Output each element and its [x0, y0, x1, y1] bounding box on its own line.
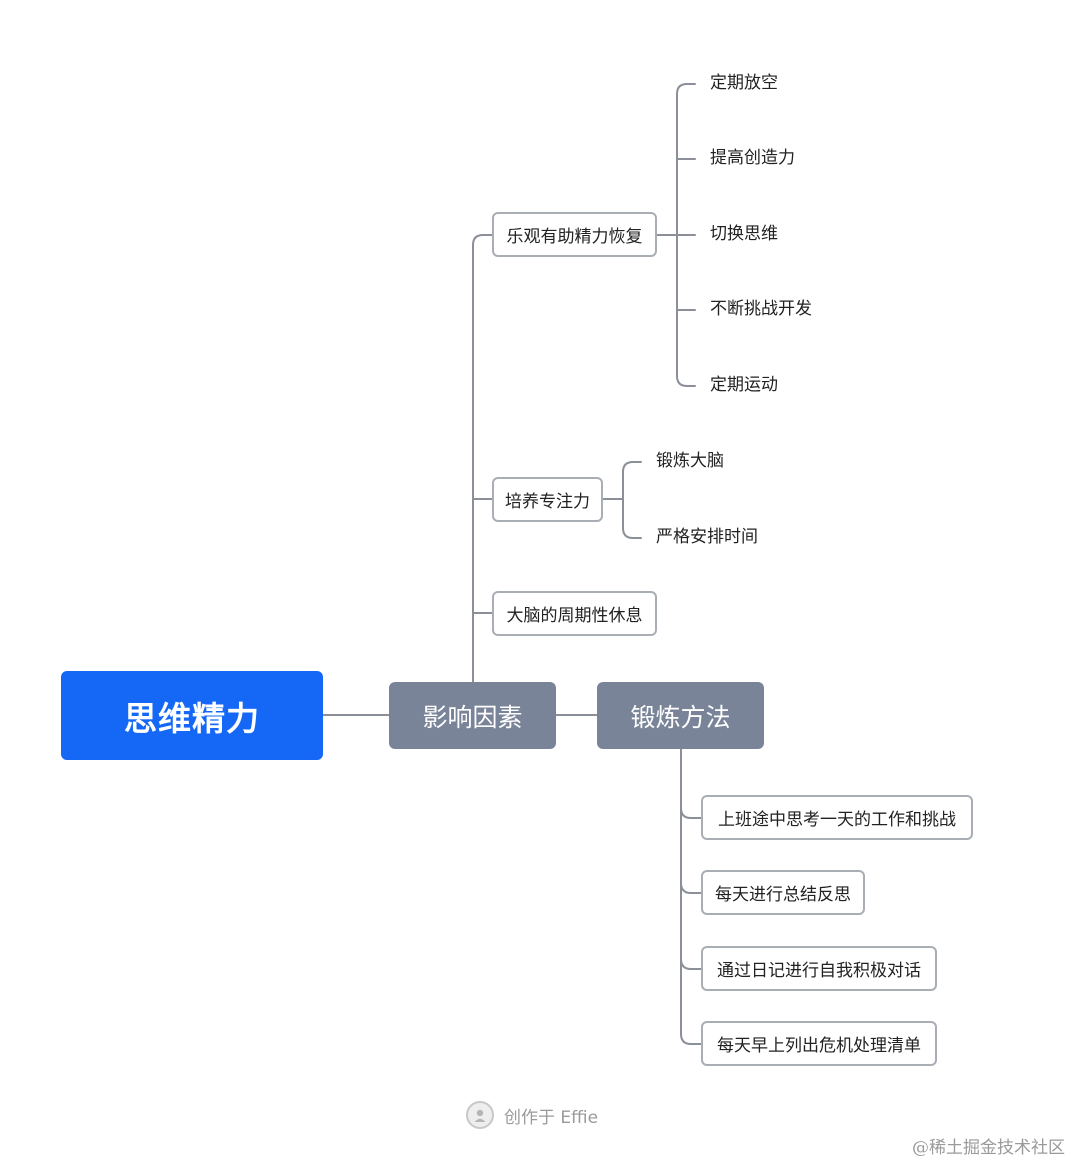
- topic-focus[interactable]: 培养专注力: [492, 477, 603, 522]
- leaf-optimism-4[interactable]: 不断挑战开发: [710, 299, 812, 319]
- method-daily-reflection-label: 每天进行总结反思: [715, 885, 851, 905]
- leaf-optimism-2[interactable]: 提高创造力: [710, 148, 795, 168]
- leaf-focus-1[interactable]: 锻炼大脑: [656, 451, 724, 471]
- topic-brain-rest[interactable]: 大脑的周期性休息: [492, 591, 657, 636]
- method-commute-thinking-label: 上班途中思考一天的工作和挑战: [718, 810, 956, 830]
- connector-methods-2: [680, 882, 702, 894]
- topic-focus-label: 培养专注力: [505, 492, 590, 512]
- leaf-focus-2[interactable]: 严格安排时间: [656, 527, 758, 547]
- root-node[interactable]: 思维精力: [61, 671, 323, 760]
- method-commute-thinking[interactable]: 上班途中思考一天的工作和挑战: [701, 795, 973, 840]
- avatar-icon: [466, 1101, 494, 1129]
- credit-text: 创作于 Effie: [504, 1107, 599, 1128]
- method-diary-dialogue[interactable]: 通过日记进行自我积极对话: [701, 946, 937, 991]
- branch-methods[interactable]: 锻炼方法: [597, 682, 764, 749]
- branch-factors-label: 影响因素: [422, 702, 523, 732]
- branch-factors[interactable]: 影响因素: [389, 682, 556, 749]
- connector-factors-trunk: [472, 234, 493, 683]
- watermark: @稀土掘金技术社区: [912, 1138, 1065, 1158]
- method-diary-dialogue-label: 通过日记进行自我积极对话: [717, 961, 921, 981]
- branch-methods-label: 锻炼方法: [630, 702, 731, 732]
- method-daily-reflection[interactable]: 每天进行总结反思: [701, 870, 865, 915]
- method-crisis-list[interactable]: 每天早上列出危机处理清单: [701, 1021, 937, 1066]
- connector-methods-1: [680, 807, 702, 819]
- leaf-optimism-5[interactable]: 定期运动: [710, 375, 778, 395]
- topic-optimism-label: 乐观有助精力恢复: [506, 227, 643, 247]
- leaf-optimism-1[interactable]: 定期放空: [710, 73, 778, 93]
- topic-brain-rest-label: 大脑的周期性休息: [506, 606, 643, 626]
- connector-methods-3: [680, 958, 702, 970]
- connector-methods-trunk: [680, 748, 702, 1045]
- connector-focus-trunk: [622, 461, 642, 539]
- leaf-optimism-3[interactable]: 切换思维: [710, 224, 778, 244]
- credit: 创作于 Effie: [466, 1101, 598, 1129]
- method-crisis-list-label: 每天早上列出危机处理清单: [717, 1036, 921, 1056]
- root-node-label: 思维精力: [124, 698, 260, 738]
- topic-optimism[interactable]: 乐观有助精力恢复: [492, 212, 657, 257]
